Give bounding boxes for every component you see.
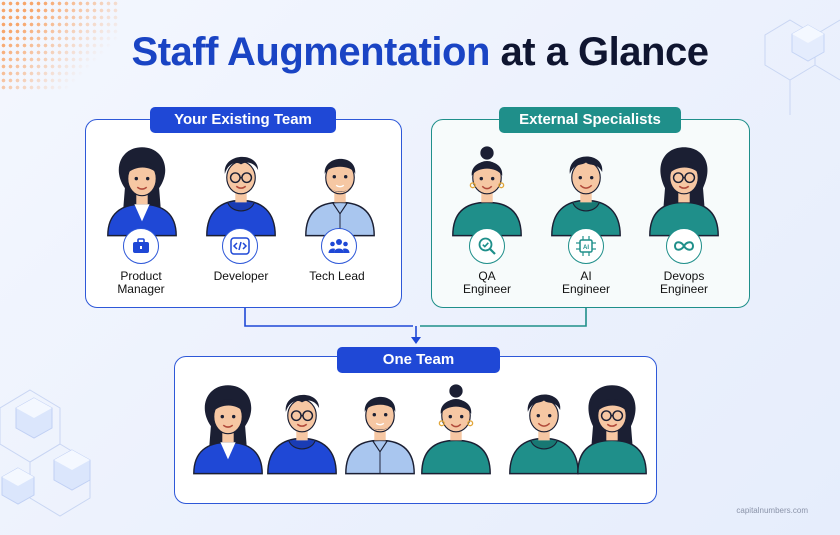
avatar-developer [203,143,279,238]
watermark: capitalnumbers.com [736,506,808,515]
one-team-avatar-product-manager [190,381,266,476]
one-team-avatar-developer [264,381,340,476]
decorative-dot-pattern [0,0,120,90]
magnifier-check-icon [469,228,505,264]
avatar-tech-lead [302,143,378,238]
external-specialists-title: External Specialists [499,107,681,133]
cube-network-bottom-left [0,389,91,517]
role-label-product-manager: Product Manager [117,269,165,296]
title-rest: at a Glance [489,30,709,74]
avatar-ai-engineer [548,143,624,238]
one-team-avatar-ai-engineer [506,381,582,476]
one-team-avatar-devops-engineer [574,381,650,476]
page-title: Staff Augmentation at a Glance [0,30,840,75]
ai-chip-icon: AI [568,228,604,264]
avatar-devops-engineer [646,143,722,238]
svg-text:AI: AI [583,245,589,251]
one-team-title: One Team [337,347,500,373]
one-team-avatar-tech-lead [342,381,418,476]
briefcase-icon [123,228,159,264]
code-icon [222,228,258,264]
arrow-down-icon [411,337,421,344]
avatar-product-manager [104,143,180,238]
existing-team-title: Your Existing Team [150,107,336,133]
team-icon [321,228,357,264]
role-label-tech-lead: Tech Lead [309,269,365,283]
title-accent: Staff Augmentation [131,30,491,74]
cube-network-top-right [764,19,840,115]
avatar-qa-engineer [449,143,525,238]
infinity-icon [666,228,702,264]
one-team-avatar-qa-engineer [418,381,494,476]
role-label-developer: Developer [213,269,269,283]
